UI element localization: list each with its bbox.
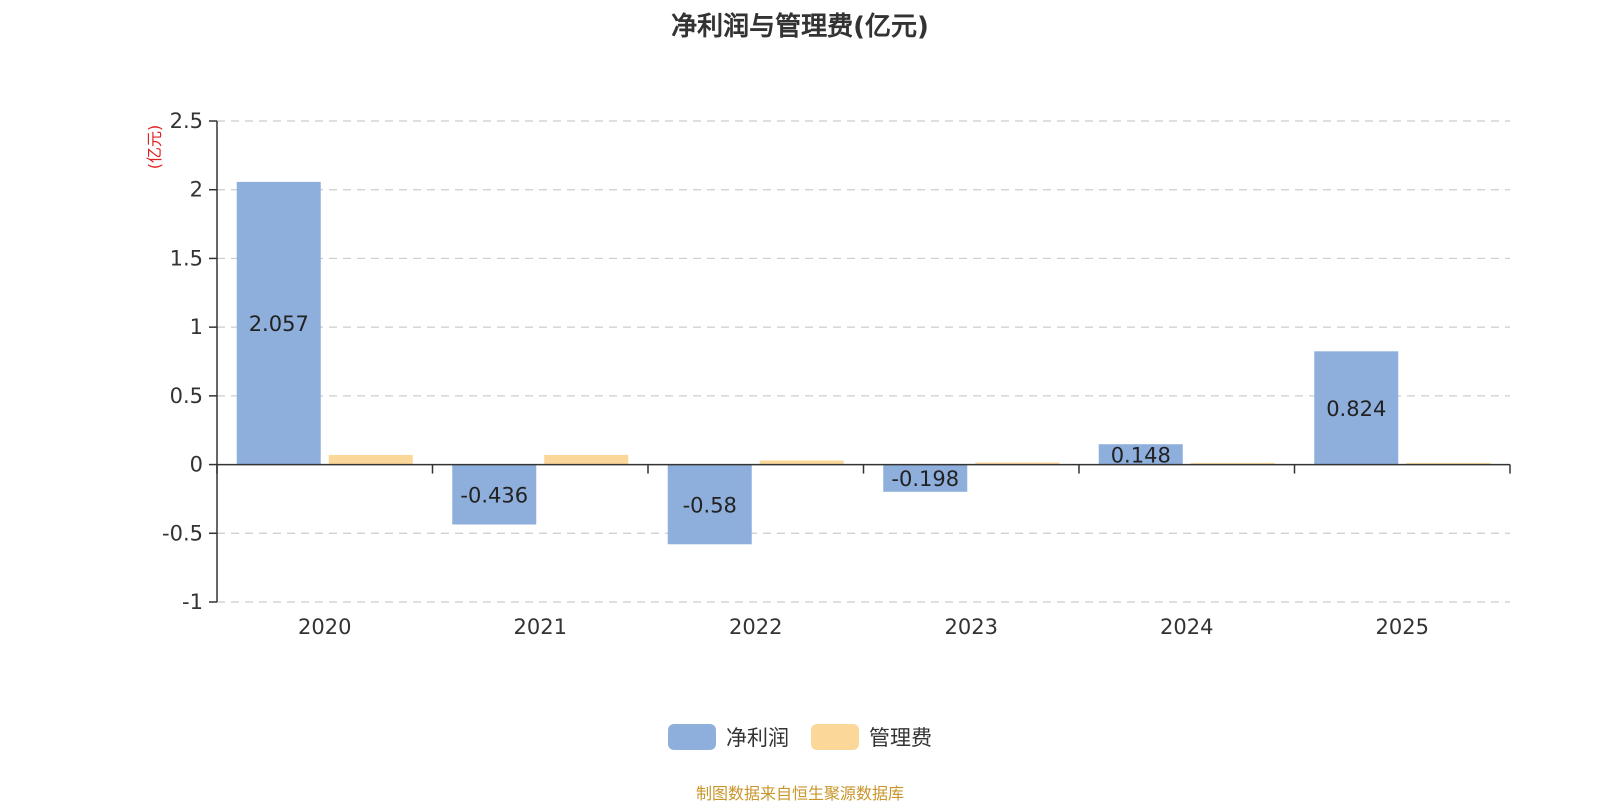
x-tick-label: 2025 [1376,615,1429,639]
bar-admin-expense [1190,462,1275,465]
data-label: -0.58 [683,493,737,517]
x-tick-label: 2022 [729,615,782,639]
data-label: 2.057 [249,312,309,336]
axes: 2.5 2 1.5 1 0.5 0 -0.5 -1 (亿元) 2020 2021 2022 2023 20… [145,109,1511,639]
labels: 2.057 -0.436 -0.58 -0.198 0.148 0.824 [249,312,1387,517]
bar-chart: 2.5 2 1.5 1 0.5 0 -0.5 -1 (亿元) 2020 2021 2022 2023 20… [145,109,1511,639]
y-axis-label: (亿元) [145,125,164,170]
bar-admin-expense [975,462,1060,465]
data-label: 0.148 [1111,443,1171,467]
y-tick-label: 1 [190,315,203,339]
legend: 净利润 管理费 [0,722,1600,752]
y-tick-label: 2 [190,178,203,202]
grid-lines [217,120,1510,603]
legend-label-net-profit: 净利润 [726,726,789,750]
bar-net-profit [883,464,968,492]
y-tick-label: 0 [190,453,203,477]
x-tick-label: 2024 [1160,615,1213,639]
bars [236,181,1491,545]
data-label: -0.198 [891,467,959,491]
bar-admin-expense [759,460,844,465]
data-label: -0.436 [460,484,528,508]
y-tick-label: 1.5 [170,246,203,270]
y-tick-label: -1 [182,590,203,614]
bar-admin-expense [328,454,413,465]
legend-swatch-admin-expense [811,724,859,750]
y-tick-label: 2.5 [170,109,203,133]
legend-item-admin-expense[interactable]: 管理费 [811,722,932,752]
source-note: 制图数据来自恒生聚源数据库 [695,784,904,803]
legend-label-admin-expense: 管理费 [869,726,932,750]
data-label: 0.824 [1326,397,1386,421]
bar-net-profit [667,464,752,545]
legend-item-net-profit[interactable]: 净利润 [668,722,789,752]
bar-admin-expense [544,454,629,465]
bar-net-profit [1098,444,1183,465]
legend-swatch-net-profit [668,724,716,750]
bar-net-profit [1314,351,1399,465]
chart-title: 净利润与管理费(亿元) [671,12,929,42]
bar-admin-expense [1406,462,1491,465]
bar-net-profit [236,181,321,465]
y-tick-label: 0.5 [170,384,203,408]
bar-net-profit [452,464,537,525]
y-tick-label: -0.5 [162,521,203,545]
x-tick-label: 2023 [945,615,998,639]
x-tick-label: 2021 [514,615,567,639]
x-tick-label: 2020 [298,615,351,639]
